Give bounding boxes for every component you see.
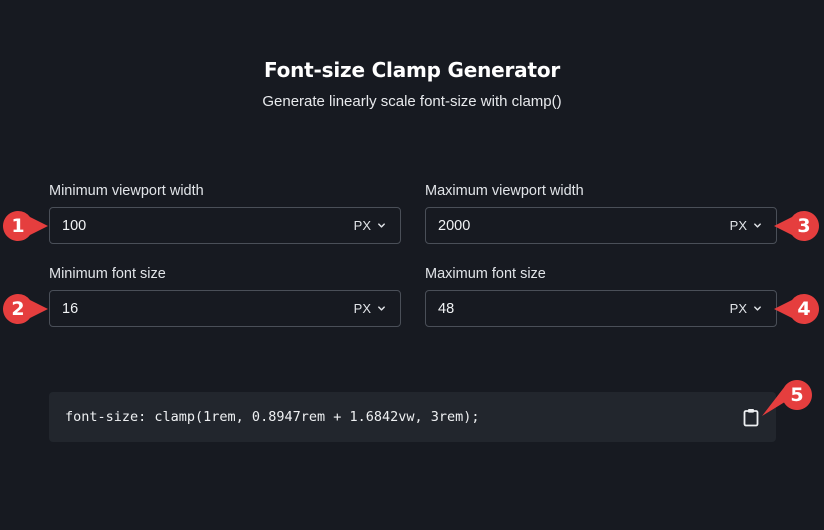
max-viewport-unit-select[interactable]: PX (730, 218, 762, 233)
min-font-input[interactable] (62, 300, 262, 317)
annotation-badge-2: 2 (3, 294, 48, 324)
max-font-unit-select[interactable]: PX (730, 301, 762, 316)
badge-number: 2 (11, 298, 25, 320)
max-font-input[interactable] (438, 300, 638, 317)
copy-button[interactable] (742, 407, 760, 427)
chevron-down-icon (378, 306, 385, 311)
min-font-label: Minimum font size (49, 266, 166, 282)
min-viewport-input-box: PX (49, 207, 401, 244)
annotation-badge-4: 4 (774, 294, 819, 324)
unit-label: PX (353, 218, 371, 233)
max-font-field: Maximum font size PX (425, 265, 777, 327)
max-font-label: Maximum font size (425, 266, 546, 282)
badge-number: 4 (797, 298, 811, 320)
annotation-badge-1: 1 (3, 211, 48, 241)
badge-number: 1 (11, 215, 25, 237)
page-subtitle: Generate linearly scale font-size with c… (262, 93, 562, 110)
annotation-badge-5: 5 (762, 380, 812, 416)
min-viewport-field: Minimum viewport width PX (49, 182, 401, 244)
min-viewport-input[interactable] (62, 217, 262, 234)
chevron-down-icon (378, 223, 385, 228)
page-title: Font-size Clamp Generator (263, 58, 561, 82)
min-font-field: Minimum font size PX (49, 265, 401, 327)
page-header: Font-size Clamp Generator Generate linea… (0, 56, 824, 112)
max-font-input-box: PX (425, 290, 777, 327)
annotation-badge-3: 3 (774, 211, 819, 241)
output-code-box: font-size: clamp(1rem, 0.8947rem + 1.684… (49, 392, 776, 442)
min-viewport-label: Minimum viewport width (49, 183, 204, 199)
min-font-unit-select[interactable]: PX (354, 301, 386, 316)
chevron-down-icon (754, 223, 761, 228)
max-viewport-input-box: PX (425, 207, 777, 244)
unit-label: PX (729, 218, 747, 233)
unit-label: PX (729, 301, 747, 316)
chevron-down-icon (754, 306, 761, 311)
max-viewport-input[interactable] (438, 217, 638, 234)
clipboard-icon (743, 408, 759, 426)
max-viewport-field: Maximum viewport width PX (425, 182, 777, 244)
min-font-input-box: PX (49, 290, 401, 327)
output-code: font-size: clamp(1rem, 0.8947rem + 1.684… (65, 409, 480, 425)
unit-label: PX (353, 301, 371, 316)
max-viewport-label: Maximum viewport width (425, 183, 584, 199)
badge-number: 3 (797, 215, 811, 237)
badge-number: 5 (790, 384, 804, 406)
min-viewport-unit-select[interactable]: PX (354, 218, 386, 233)
